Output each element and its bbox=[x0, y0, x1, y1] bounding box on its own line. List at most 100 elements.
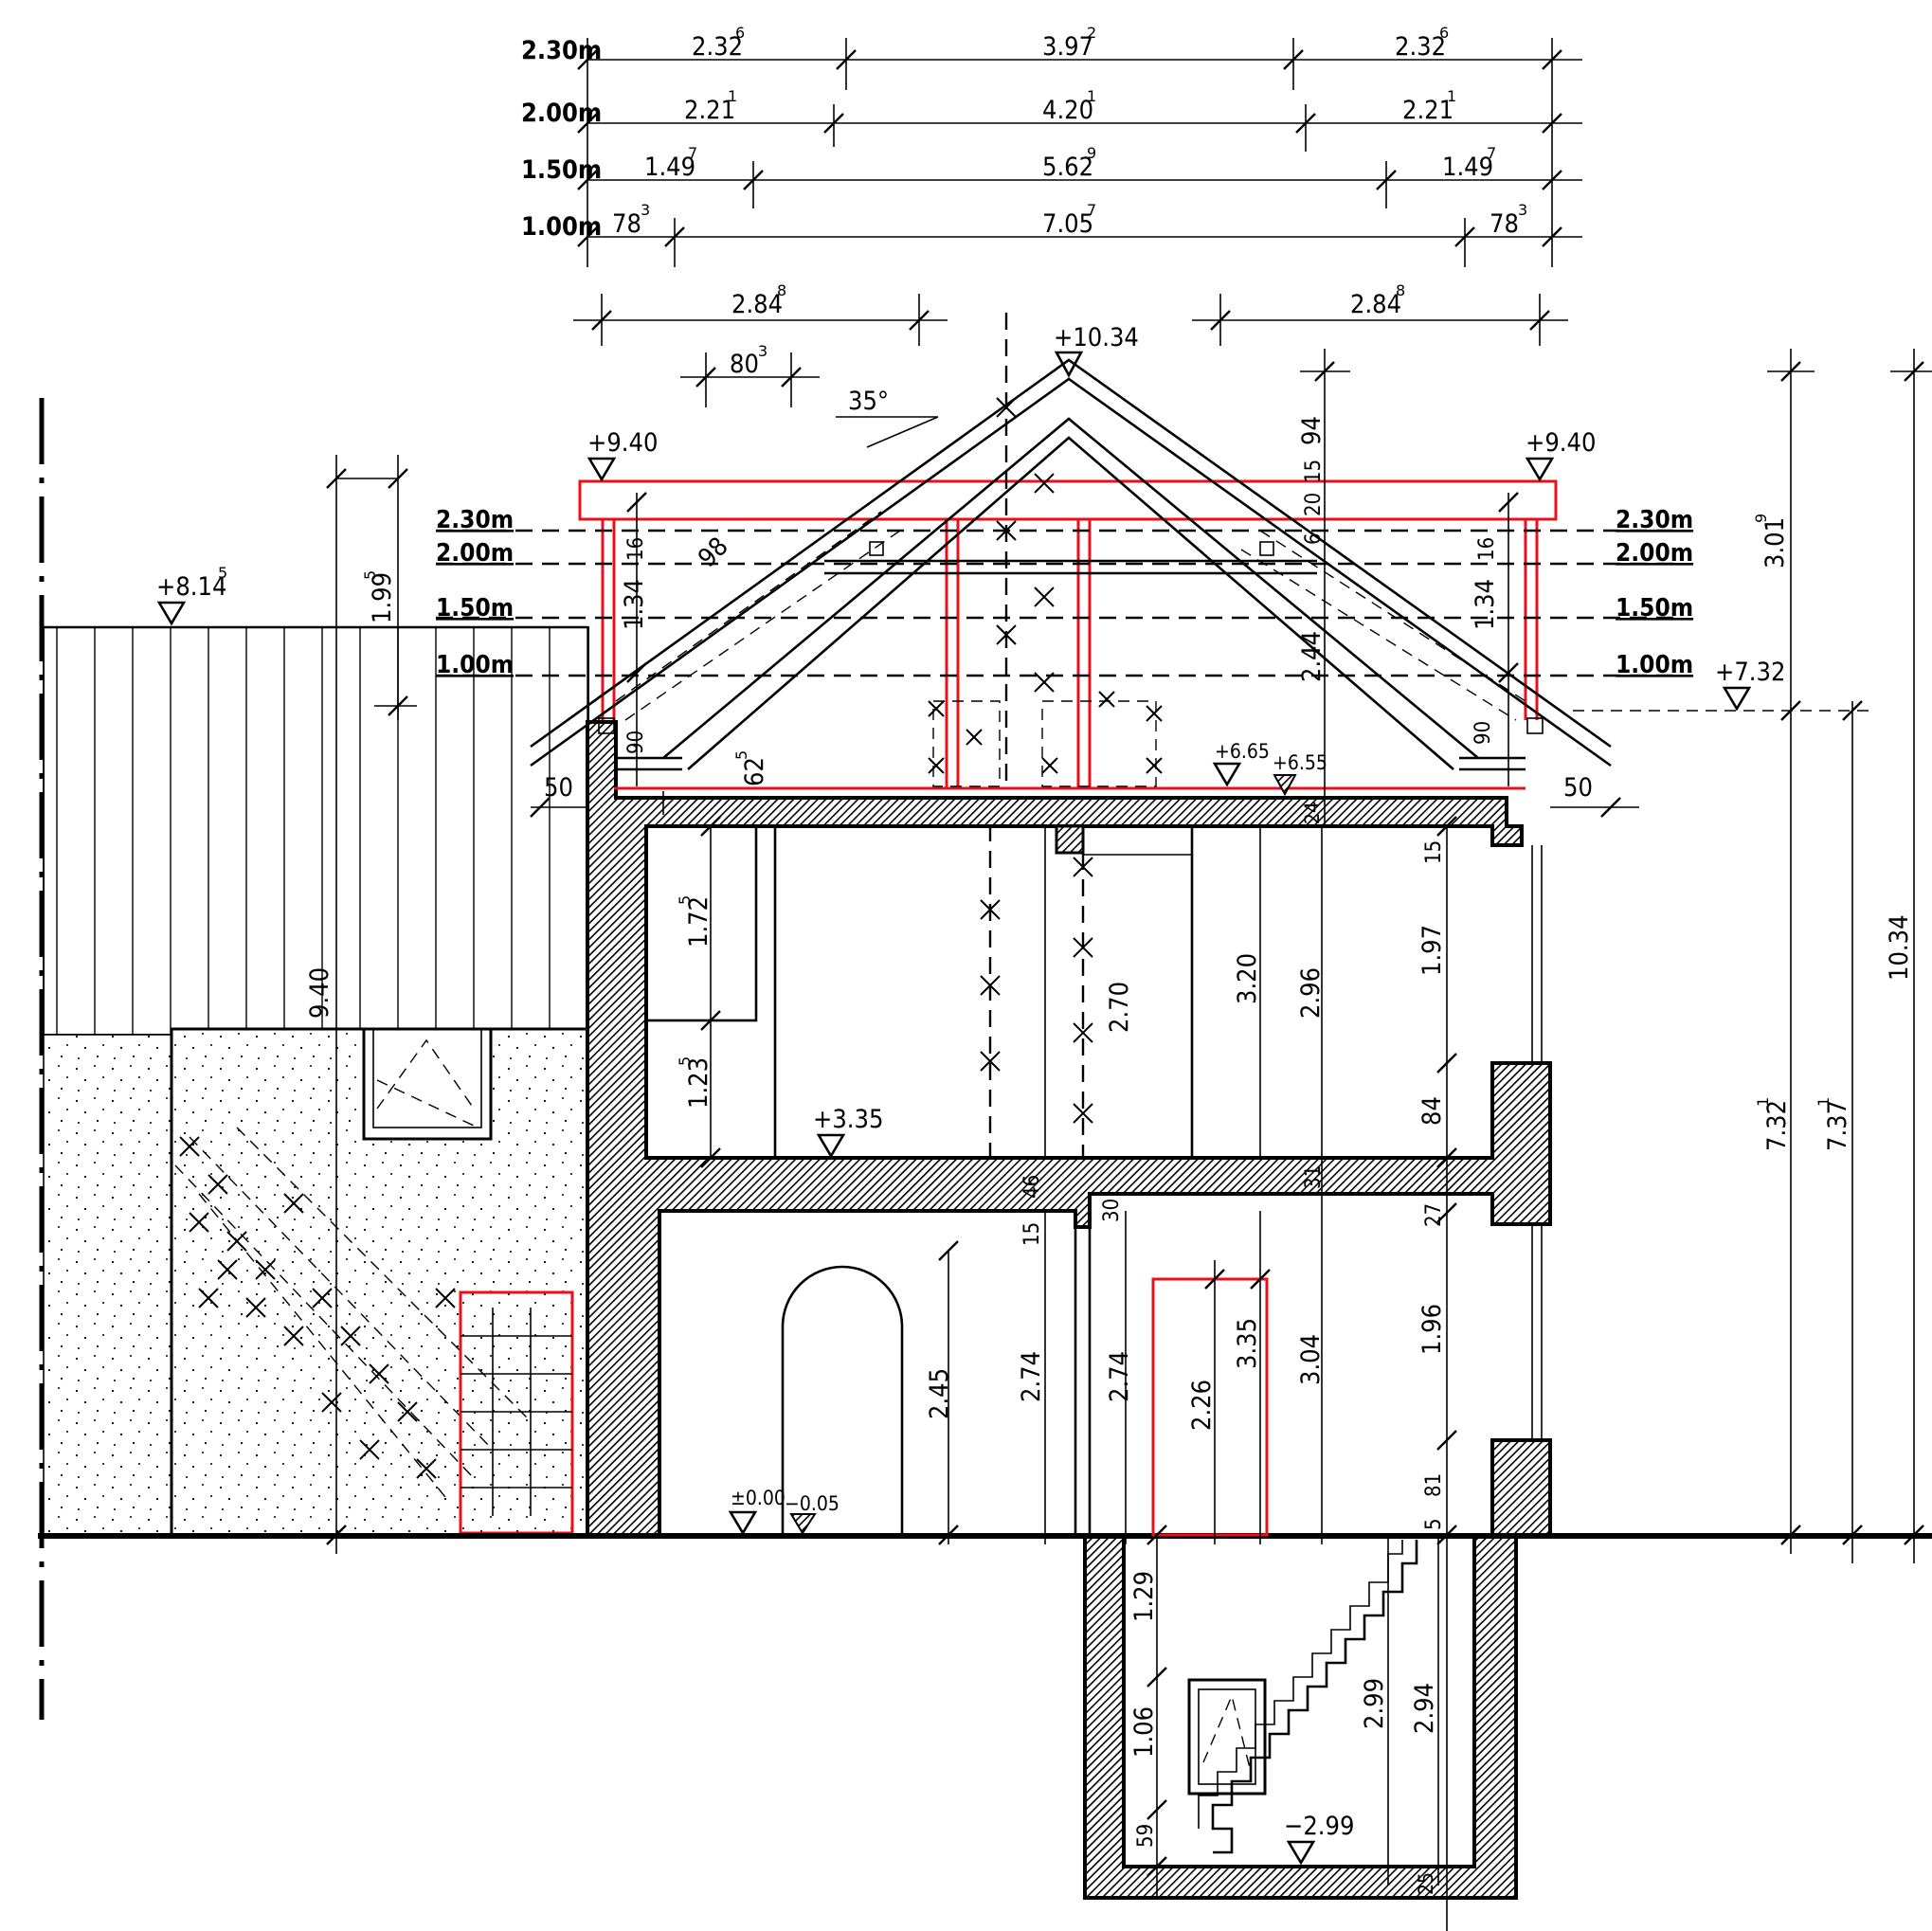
dim-text: 78 bbox=[612, 209, 641, 239]
dim-sup: 8 bbox=[1396, 281, 1405, 299]
dim-320: 3.20 bbox=[1233, 953, 1262, 1004]
dim-text: 2.21 bbox=[684, 96, 735, 125]
dim-25: 25 bbox=[1415, 1872, 1437, 1895]
dim-sup: 6 bbox=[735, 24, 745, 42]
label-right-200: 2.00m bbox=[1616, 539, 1693, 568]
dim-134: 1.34 bbox=[620, 579, 649, 630]
wardrobe bbox=[644, 824, 758, 1022]
dim-6: 6 bbox=[1302, 532, 1326, 545]
dim-text: 5.62 bbox=[1042, 153, 1093, 182]
dim-sup: 8 bbox=[777, 281, 786, 299]
neighbour-stair-crosses bbox=[179, 1136, 456, 1479]
dim-text: 3.97 bbox=[1042, 32, 1093, 62]
dim-text: 7.05 bbox=[1042, 209, 1093, 239]
basement-stair bbox=[1211, 1540, 1418, 1854]
dim-text: 78 bbox=[1490, 209, 1519, 239]
label-left-100: 1.00m bbox=[436, 651, 514, 679]
dim-1995: 1.99 bbox=[368, 572, 397, 623]
dim-sup: 1 bbox=[1087, 87, 1096, 105]
basement-interior bbox=[1187, 1540, 1418, 1854]
dim-sup: 3 bbox=[641, 201, 650, 219]
label-left-150: 1.50m bbox=[436, 594, 514, 623]
ground-floor-interior bbox=[781, 1211, 1543, 1537]
dim-7321: 7.32 bbox=[1762, 1100, 1792, 1151]
dim-50-right: 50 bbox=[1563, 773, 1593, 803]
dim-299: 2.99 bbox=[1360, 1678, 1389, 1729]
dim-1725: 1.72 bbox=[684, 896, 713, 947]
dim-sup: 7 bbox=[1087, 201, 1096, 219]
dim-sup: 3 bbox=[758, 342, 767, 360]
row-label-150: 1.50m bbox=[521, 155, 602, 185]
dim-106: 1.06 bbox=[1129, 1706, 1159, 1758]
dim-text: 1.49 bbox=[644, 153, 695, 182]
dim-245: 2.45 bbox=[925, 1368, 954, 1419]
red-door-outline bbox=[1151, 1277, 1269, 1537]
dim-3019: 3.01 bbox=[1760, 517, 1790, 568]
dim-sup: 5 bbox=[676, 1056, 694, 1066]
dim-196: 1.96 bbox=[1417, 1304, 1447, 1355]
dim-sup: 5 bbox=[676, 895, 694, 905]
level-732: +7.32 bbox=[1715, 658, 1785, 687]
dim-sup: 1 bbox=[728, 87, 737, 105]
dim-31: 31 bbox=[1302, 1165, 1326, 1189]
dim-294: 2.94 bbox=[1410, 1683, 1439, 1734]
dim-sup: 7 bbox=[1487, 144, 1496, 162]
neighbour-building bbox=[39, 398, 590, 1720]
roof-pitch-label: 35° bbox=[848, 387, 889, 416]
dim-sup: 1 bbox=[1815, 1097, 1833, 1107]
dim-274a: 2.74 bbox=[1017, 1351, 1046, 1402]
dim-sup: 6 bbox=[1439, 24, 1449, 42]
dim-sup: 5 bbox=[361, 570, 379, 580]
dim-16-right: 16 bbox=[1475, 537, 1499, 561]
dim-7371: 7.37 bbox=[1823, 1100, 1852, 1151]
dim-roof-right: 2.84 bbox=[1350, 290, 1401, 319]
level-neighbour: +8.14 bbox=[156, 572, 226, 602]
dim-30: 30 bbox=[1100, 1199, 1124, 1222]
dim-text: 4.20 bbox=[1042, 96, 1093, 125]
roof bbox=[530, 313, 1612, 790]
dim-244: 2.44 bbox=[1297, 631, 1327, 682]
label-right-100: 1.00m bbox=[1616, 651, 1693, 679]
arched-opening bbox=[781, 1265, 904, 1535]
ground-right-wall bbox=[1490, 1438, 1552, 1537]
level-attic: +6.65 bbox=[1215, 740, 1270, 763]
neighbour-ground-left bbox=[43, 1034, 172, 1536]
dim-226: 2.26 bbox=[1187, 1380, 1217, 1431]
dim-304: 3.04 bbox=[1296, 1334, 1326, 1385]
top-dimension-table: 2.30m 2.00m 1.50m 1.00m 2.32 6 3.97 2 2.… bbox=[521, 24, 1582, 448]
dim-16: 16 bbox=[624, 537, 648, 561]
level-eaves-right: +9.40 bbox=[1526, 428, 1596, 458]
height-guide-lines: 2.30m 2.00m 1.50m 1.00m 2.30m 2.00m 1.50… bbox=[436, 506, 1876, 712]
level-markers: +10.34 +9.40 +9.40 +8.14 5 +7.32 +6.65 +… bbox=[156, 323, 1785, 1866]
dim-270: 2.70 bbox=[1105, 982, 1134, 1033]
dim-sup: 1 bbox=[1754, 1097, 1772, 1107]
basement-window bbox=[1187, 1678, 1267, 1796]
level-ground-2: −0.05 bbox=[785, 1492, 840, 1515]
dim-24: 24 bbox=[1301, 802, 1324, 824]
neighbour-window bbox=[362, 1027, 493, 1141]
dim-81: 81 bbox=[1422, 1473, 1446, 1497]
dim-335: 3.35 bbox=[1233, 1318, 1262, 1369]
level-eaves-left: +9.40 bbox=[587, 428, 658, 458]
dim-sup: 1 bbox=[1447, 87, 1456, 105]
level-ground: ±0.00 bbox=[731, 1487, 785, 1509]
row-label-230: 2.30m bbox=[521, 36, 602, 65]
dim-84: 84 bbox=[1417, 1096, 1447, 1126]
dim-15b: 15 bbox=[1422, 840, 1446, 864]
dim-940: 9.40 bbox=[305, 967, 334, 1019]
dim-sup: 9 bbox=[1087, 144, 1096, 162]
dim-274b: 2.74 bbox=[1105, 1351, 1134, 1402]
dim-text: 2.32 bbox=[1395, 32, 1446, 62]
dim-625: 62 bbox=[740, 757, 769, 786]
dim-1034: 10.34 bbox=[1885, 914, 1914, 981]
level-attic-2: +6.55 bbox=[1273, 751, 1327, 774]
first-floor-interior bbox=[644, 824, 1543, 1158]
dim-overhang: 80 bbox=[730, 350, 759, 379]
vertical-dimension-lines bbox=[531, 349, 1932, 1931]
dim-296: 2.96 bbox=[1296, 967, 1326, 1019]
dim-sup: 5 bbox=[732, 750, 750, 760]
row-label-100: 1.00m bbox=[521, 212, 602, 242]
dim-5: 5 bbox=[1422, 1518, 1446, 1530]
level-first-floor: +3.35 bbox=[813, 1105, 883, 1134]
